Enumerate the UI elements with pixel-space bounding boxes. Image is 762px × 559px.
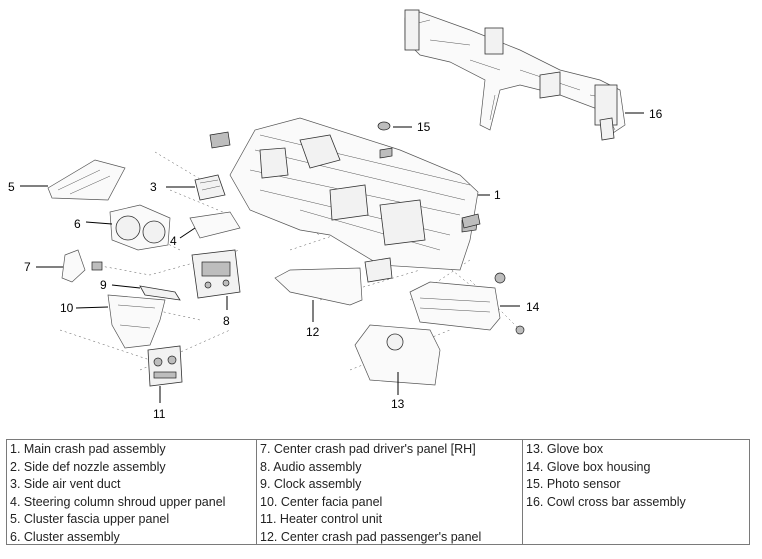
callout-1: 1 (494, 188, 501, 202)
legend-item: 4. Steering column shroud upper panel (10, 494, 226, 509)
legend-item: 8. Audio assembly (260, 459, 362, 474)
legend-item: 15. Photo sensor (526, 477, 621, 492)
steering-column-shroud-upper-panel (189, 211, 241, 239)
exploded-parts-diagram: 1 3 4 5 6 7 8 9 10 11 12 13 14 15 16 (8, 9, 663, 421)
legend-item: 3. Side air vent duct (10, 477, 121, 492)
legend-column-2: 7. Center crash pad driver's panel [RH] … (257, 440, 523, 544)
callout-3: 3 (150, 180, 157, 194)
center-crash-pad-drivers-panel (61, 249, 103, 283)
legend-item: 10. Center facia panel (260, 494, 383, 509)
cluster-assembly (109, 204, 171, 251)
legend-item: 6. Cluster assembly (10, 529, 120, 544)
main-crash-pad-assembly (209, 117, 479, 271)
side-def-nozzle (461, 213, 481, 229)
photo-sensor (377, 121, 391, 131)
callout-16: 16 (649, 107, 663, 121)
cowl-cross-bar-assembly (404, 9, 626, 141)
callout-6: 6 (74, 217, 81, 231)
clock-assembly (139, 285, 181, 301)
legend-item: 16. Cowl cross bar assembly (526, 494, 686, 509)
callout-12: 12 (306, 325, 320, 339)
callout-7: 7 (24, 260, 31, 274)
legend-item: 5. Cluster fascia upper panel (10, 512, 170, 527)
callout-4: 4 (170, 234, 177, 248)
glove-box-housing (409, 272, 525, 335)
cluster-fascia-upper-panel (47, 159, 126, 201)
callout-leaders (20, 112, 644, 403)
legend-item: 7. Center crash pad driver's panel [RH] (260, 442, 476, 456)
legend-item: 13. Glove box (526, 442, 604, 456)
callout-labels: 1 3 4 5 6 7 8 9 10 11 12 13 14 15 16 (8, 107, 663, 421)
callout-5: 5 (8, 180, 15, 194)
callout-11: 11 (153, 407, 166, 421)
callout-10: 10 (60, 301, 74, 315)
legend-item: 1. Main crash pad assembly (10, 442, 166, 456)
heater-control-unit (147, 345, 183, 387)
center-facia-panel (107, 294, 166, 349)
side-air-vent-duct (194, 174, 226, 201)
legend-item: 9. Clock assembly (260, 477, 362, 492)
legend-item: 14. Glove box housing (526, 459, 651, 474)
center-crash-pad-passengers-panel (274, 257, 393, 306)
legend-column-1: 1. Main crash pad assembly 2. Side def n… (7, 440, 257, 544)
legend-column-3: 13. Glove box 14. Glove box housing 15. … (523, 440, 749, 544)
callout-8: 8 (223, 314, 230, 328)
callout-9: 9 (100, 278, 107, 292)
audio-assembly (191, 249, 241, 299)
callout-15: 15 (417, 120, 431, 134)
callout-14: 14 (526, 300, 540, 314)
parts-legend-table: 1. Main crash pad assembly 2. Side def n… (6, 439, 750, 545)
callout-13: 13 (391, 397, 405, 411)
legend-item: 12. Center crash pad passenger's panel (260, 529, 482, 544)
legend-item: 2. Side def nozzle assembly (10, 459, 166, 474)
glove-box (354, 324, 441, 386)
legend-item: 11. Heater control unit (260, 512, 383, 527)
